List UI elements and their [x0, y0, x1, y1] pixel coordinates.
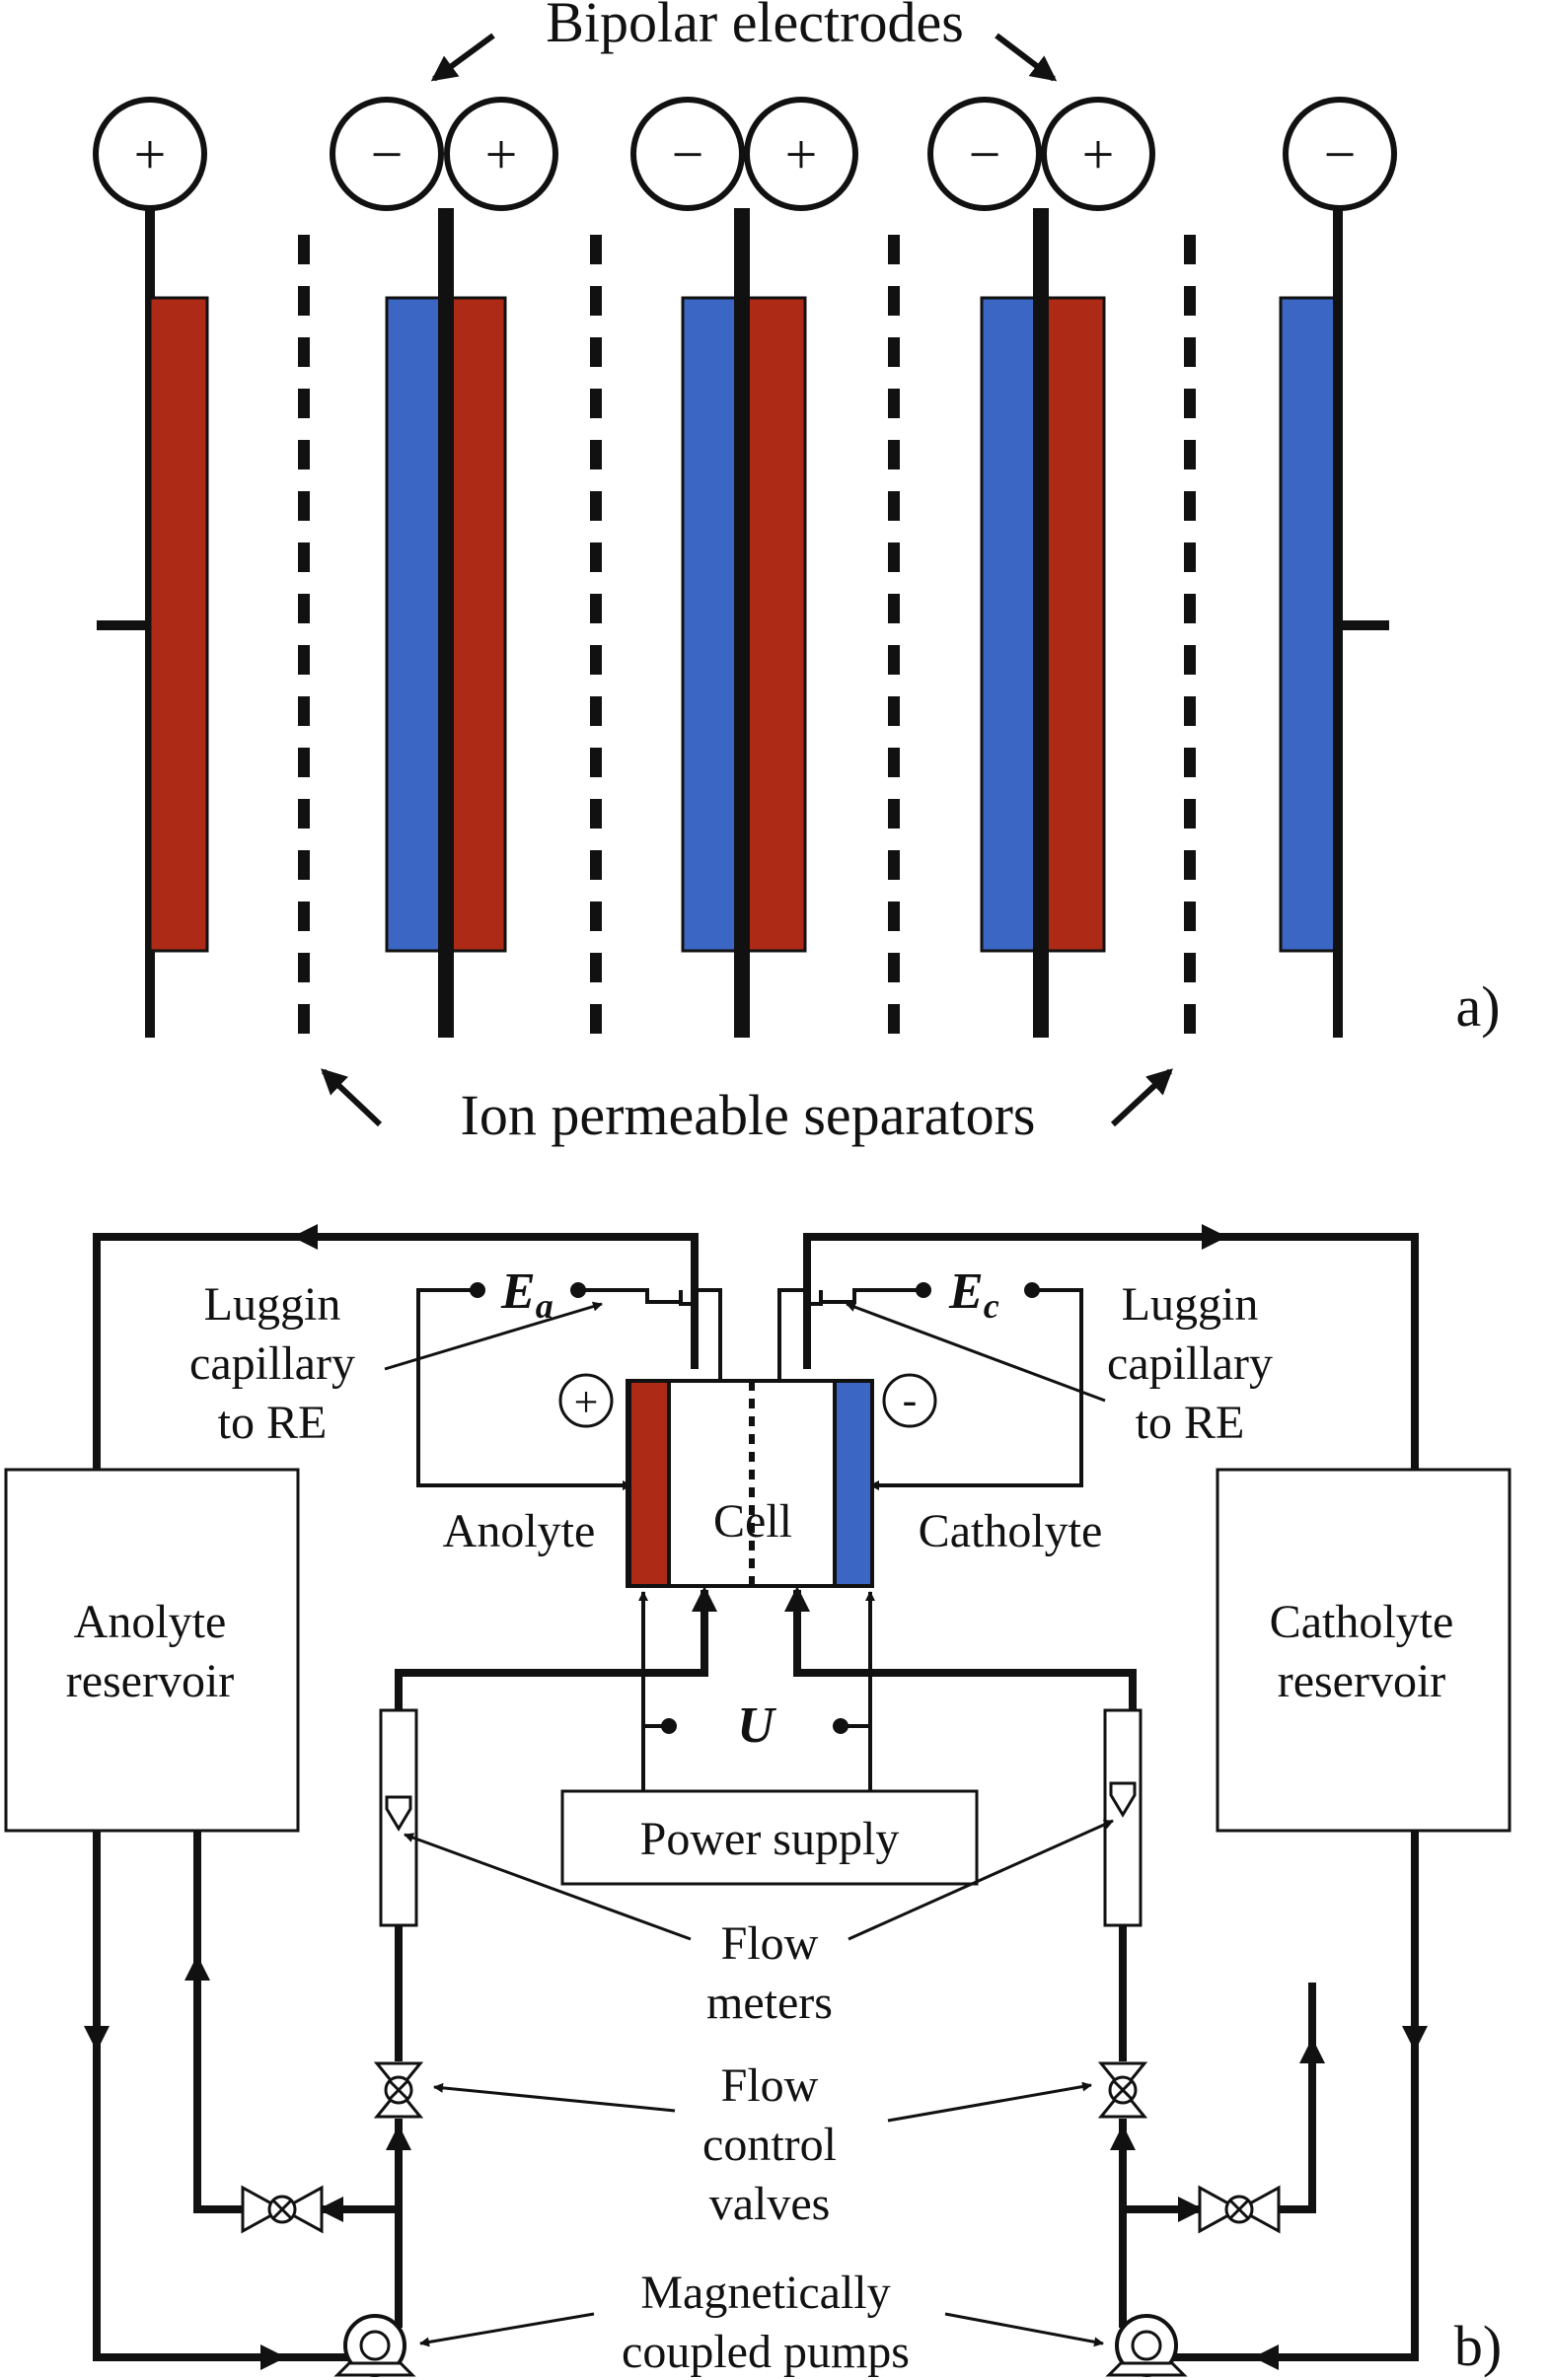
panel-b-label: b) — [1454, 2314, 1502, 2378]
ea-measurement-wire — [416, 1288, 627, 1487]
ec-measurement-wire — [821, 1288, 923, 1304]
flow-control-valves-label: Flow control valves — [702, 2059, 837, 2230]
flow-meter-right — [1103, 1708, 1143, 1927]
ec-symbol: Ec — [948, 1263, 999, 1326]
pump-right — [1105, 2314, 1188, 2377]
bypass-valve-right — [1198, 2185, 1281, 2234]
svg-text:control: control — [702, 2119, 837, 2171]
svg-text:+: + — [574, 1378, 599, 1426]
panel-b: Ea Ec Cell + - Anolyte Catholyte Luggin — [4, 1224, 1512, 2378]
power-supply: Power supply — [560, 1789, 979, 1886]
svg-text:Luggin: Luggin — [1122, 1278, 1259, 1331]
separator-arrow-right — [1110, 1068, 1173, 1127]
panel-a: Bipolar electrodes + − + − + − + − — [93, 0, 1501, 1147]
luggin-label-left: Luggin capillary to RE — [189, 1278, 355, 1449]
flow-meter-left — [379, 1708, 418, 1927]
svg-text:Flow: Flow — [721, 2059, 819, 2112]
minus-sign: − — [969, 122, 1001, 186]
plus-sign: + — [785, 122, 818, 186]
minus-sign: − — [672, 122, 704, 186]
catholyte-outlet-line — [1170, 1831, 1419, 2361]
terminal-dot — [833, 1718, 848, 1734]
catholyte-label: Catholyte — [919, 1505, 1103, 1557]
cathode-sign: - — [882, 1373, 937, 1428]
u-symbol: U — [737, 1697, 776, 1754]
valve-pointer-right — [887, 2081, 1092, 2123]
pump-left — [333, 2314, 416, 2377]
separator-arrow-left — [321, 1068, 383, 1127]
svg-text:-: - — [903, 1376, 918, 1424]
plus-sign: + — [1082, 122, 1115, 186]
minus-sign: − — [1324, 122, 1357, 186]
separators-label: Ion permeable separators — [461, 1083, 1036, 1147]
cell: Cell — [626, 1379, 874, 1588]
terminal-left-positive: + — [93, 97, 207, 211]
cell-label: Cell — [713, 1495, 792, 1548]
svg-text:valves: valves — [709, 2178, 831, 2230]
terminal-dot — [570, 1282, 586, 1298]
anolyte-bypass-line — [193, 1831, 245, 2213]
bipolar-electrodes-label: Bipolar electrodes — [546, 0, 964, 54]
anolyte-reservoir: Anolyte reservoir — [4, 1468, 300, 1833]
plus-sign: + — [485, 122, 518, 186]
catholyte-reservoir: Catholyte reservoir — [1216, 1468, 1512, 1833]
terminal-bipolar-1: − + — [330, 97, 558, 211]
bypass-valve-left — [241, 2185, 324, 2234]
bipolar-electrode-3 — [980, 208, 1106, 1038]
bipolar-electrode-1 — [385, 208, 507, 1038]
svg-text:coupled pumps: coupled pumps — [622, 2326, 910, 2378]
flow-meters-label: Flow meters — [706, 1917, 833, 2029]
svg-text:Power supply: Power supply — [640, 1813, 900, 1865]
flow-meter-pointer-right — [848, 1819, 1114, 1941]
anolyte-label: Anolyte — [443, 1505, 596, 1557]
svg-text:capillary: capillary — [189, 1337, 355, 1390]
catholyte-bypass-line — [1279, 1983, 1316, 2213]
svg-text:Magnetically: Magnetically — [640, 2267, 890, 2319]
anolyte-outlet-line — [93, 1831, 351, 2361]
ea-measurement-wire — [578, 1288, 681, 1304]
luggin-pointer-right — [846, 1302, 1106, 1403]
panel-a-label: a) — [1455, 974, 1500, 1039]
svg-text:to RE: to RE — [1136, 1397, 1245, 1449]
pumps-label: Magnetically coupled pumps — [622, 2267, 910, 2378]
pump-pointer-left — [419, 2312, 595, 2347]
svg-text:reservoir: reservoir — [1278, 1655, 1446, 1707]
terminal-dot — [661, 1718, 677, 1734]
end-electrode-right — [1279, 208, 1389, 1038]
anolyte-return-line — [93, 1233, 699, 1470]
flow-meter-pointer-left — [404, 1833, 692, 1941]
flow-control-valve-right — [1097, 2061, 1148, 2119]
luggin-label-right: Luggin capillary to RE — [1107, 1278, 1273, 1449]
anolyte-feed-line — [395, 1596, 708, 1710]
terminal-bipolar-2: − + — [630, 97, 858, 211]
valve-pointer-left — [433, 2082, 676, 2113]
svg-text:Flow: Flow — [721, 1917, 819, 1970]
catholyte-feed-line — [793, 1596, 1137, 1710]
flow-control-valve-left — [373, 2061, 424, 2119]
svg-text:capillary: capillary — [1107, 1337, 1273, 1390]
pump-pointer-right — [944, 2312, 1104, 2347]
anode-sign: + — [558, 1373, 614, 1428]
svg-text:Luggin: Luggin — [204, 1278, 341, 1331]
svg-text:Catholyte: Catholyte — [1270, 1596, 1454, 1648]
bipolar-electrode-2 — [681, 208, 807, 1038]
ec-measurement-wire — [874, 1288, 1083, 1487]
svg-text:to RE: to RE — [218, 1397, 328, 1449]
luggin-pointer-left — [384, 1301, 603, 1371]
bipolar-arrow-left — [430, 33, 495, 82]
svg-text:Anolyte: Anolyte — [74, 1596, 227, 1648]
svg-text:meters: meters — [706, 1977, 833, 2029]
minus-sign: − — [371, 122, 404, 186]
terminal-right-negative: − — [1283, 97, 1397, 211]
ea-symbol: Ea — [500, 1263, 553, 1326]
end-electrode-left — [97, 208, 209, 1038]
bipolar-arrow-right — [995, 33, 1058, 82]
terminal-dot — [470, 1282, 485, 1298]
svg-text:reservoir: reservoir — [66, 1655, 235, 1707]
terminal-dot — [1024, 1282, 1040, 1298]
terminal-dot — [916, 1282, 931, 1298]
terminal-bipolar-3: − + — [927, 97, 1155, 211]
plus-sign: + — [134, 122, 167, 186]
